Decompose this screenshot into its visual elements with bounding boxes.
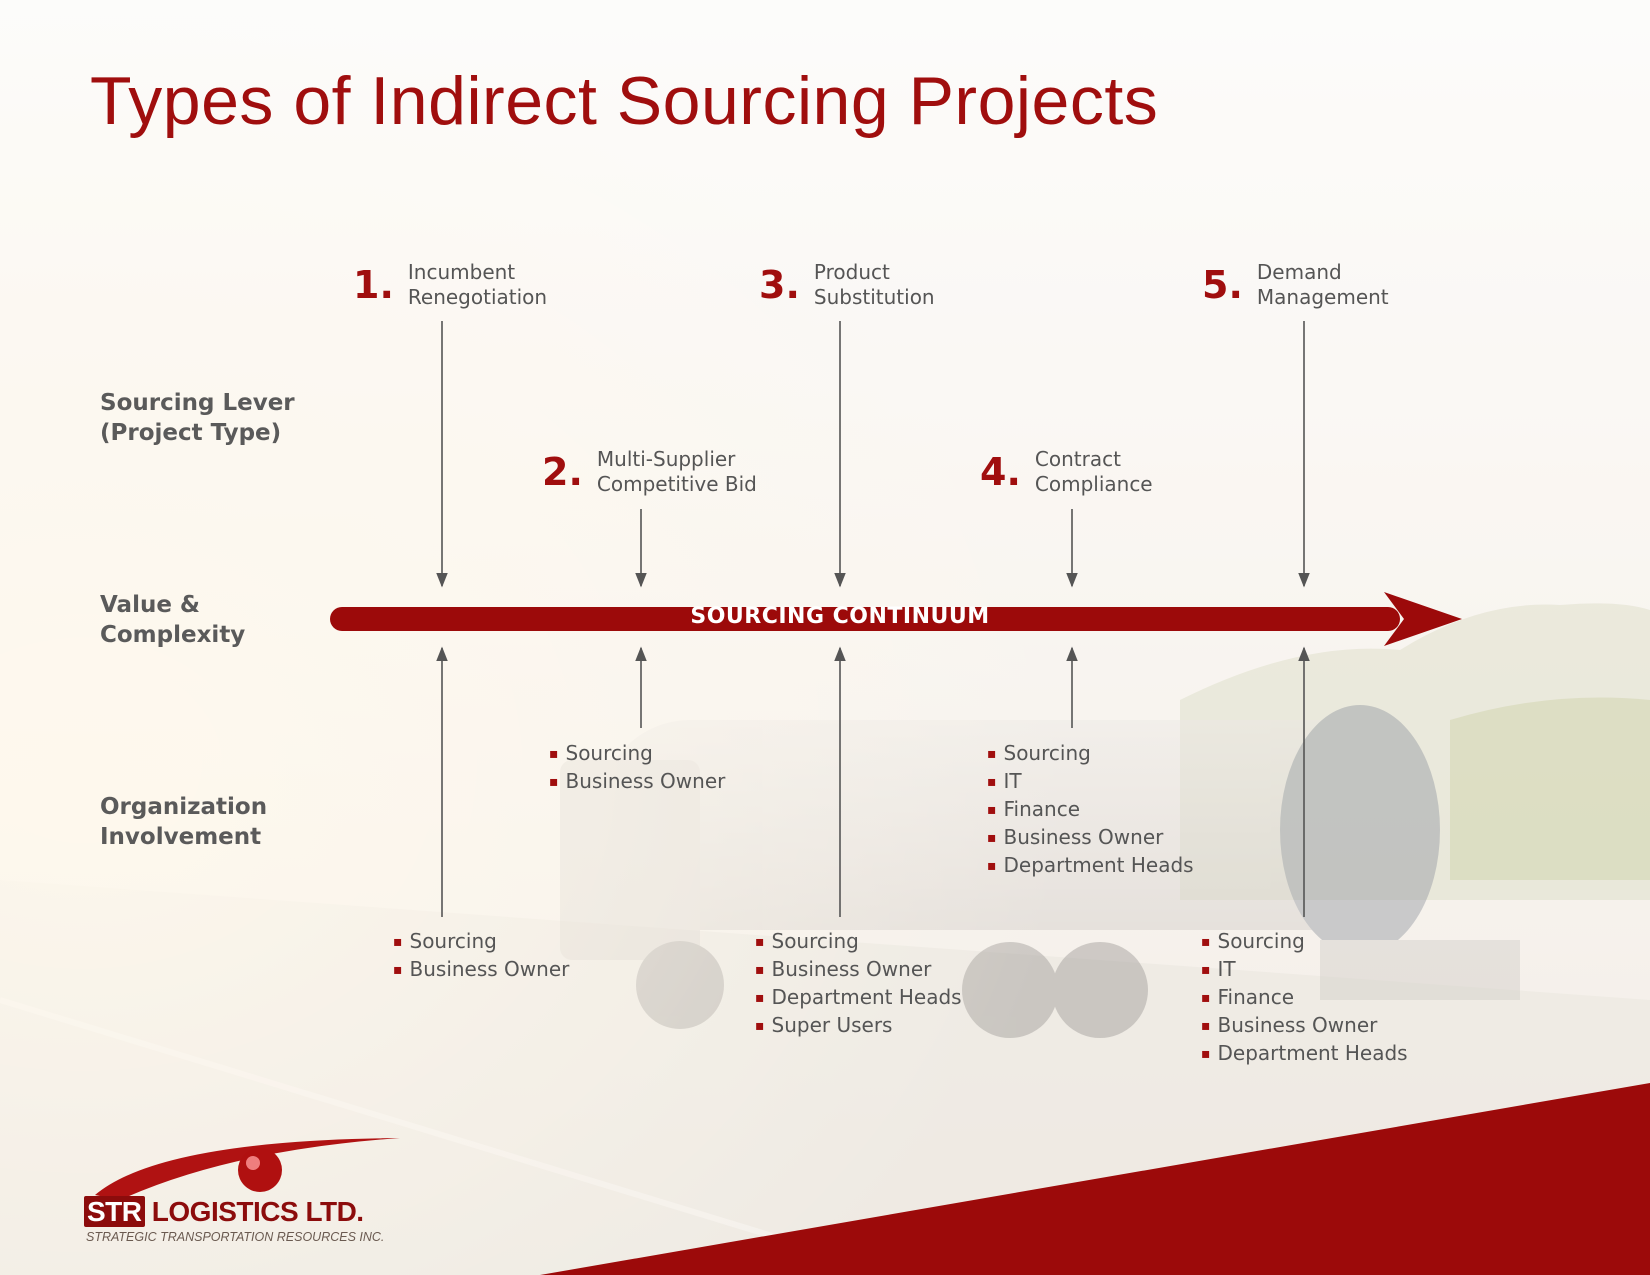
involvement-list-2: Sourcing Business Owner [549, 741, 726, 797]
company-logo: STR LOGISTICS LTD. [84, 1196, 364, 1228]
list-item: Department Heads [1201, 1041, 1408, 1069]
involvement-list-1: Sourcing Business Owner [393, 929, 570, 985]
list-item: Business Owner [1201, 1013, 1408, 1041]
involvement-list-4: Sourcing IT Finance Business Owner Depar… [987, 741, 1194, 881]
list-item: Finance [1201, 985, 1408, 1013]
row-label-organization: Organization Involvement [100, 794, 268, 850]
list-item: IT [1201, 957, 1408, 985]
list-item: Finance [987, 797, 1194, 825]
project-1-number: 1. [353, 263, 394, 307]
project-2-number: 2. [542, 450, 583, 494]
continuum-label: SOURCING CONTINUUM [690, 604, 990, 629]
involvement-list-5: Sourcing IT Finance Business Owner Depar… [1201, 929, 1408, 1069]
project-1-label: 1. Incumbent Renegotiation [353, 260, 548, 309]
list-item: Sourcing [755, 929, 962, 957]
list-item: Super Users [755, 1013, 962, 1041]
project-3-label: 3. Product Substitution [759, 260, 935, 309]
list-item: Business Owner [549, 769, 726, 797]
project-2-label: 2. Multi-Supplier Competitive Bid [542, 447, 757, 496]
list-item: IT [987, 769, 1194, 797]
list-item: Business Owner [987, 825, 1194, 853]
involvement-list-3: Sourcing Business Owner Department Heads… [755, 929, 962, 1041]
project-4-number: 4. [980, 450, 1021, 494]
page-title: Types of Indirect Sourcing Projects [90, 63, 1159, 139]
list-item: Sourcing [1201, 929, 1408, 957]
list-item: Department Heads [987, 853, 1194, 881]
row-label-sourcing-lever: Sourcing Lever (Project Type) [100, 390, 295, 446]
list-item: Sourcing [549, 741, 725, 769]
project-3-number: 3. [759, 263, 800, 307]
project-4-label: 4. Contract Compliance [980, 447, 1153, 496]
list-item: Business Owner [755, 957, 962, 985]
list-item: Sourcing [393, 929, 569, 957]
row-label-value-complexity: Value & Complexity [100, 592, 246, 648]
list-item: Business Owner [393, 957, 570, 985]
list-item: Department Heads [755, 985, 962, 1013]
company-tagline: STRATEGIC TRANSPORTATION RESOURCES INC. [86, 1230, 385, 1244]
project-5-number: 5. [1202, 263, 1243, 307]
project-5-label: 5. Demand Management [1202, 260, 1389, 309]
list-item: Sourcing [987, 741, 1194, 769]
